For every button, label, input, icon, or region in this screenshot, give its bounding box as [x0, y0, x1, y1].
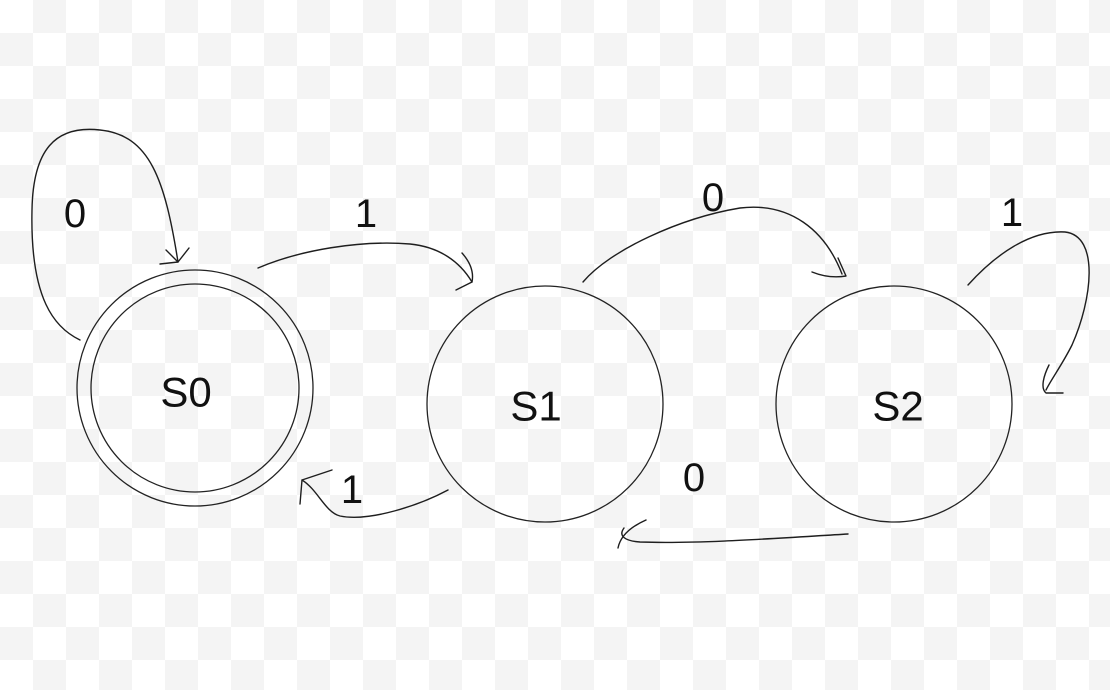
- state-s1-label: S1: [510, 383, 561, 430]
- transition-s2-to-s1-label: 0: [683, 456, 705, 500]
- transition-s0-to-s1-curve: [257, 242, 473, 283]
- transition-s1-to-s2[interactable]: 0: [582, 176, 847, 283]
- transition-s2-self[interactable]: 1: [967, 191, 1090, 394]
- transition-s2-to-s1-arrowhead-icon: [617, 519, 647, 549]
- transition-s2-self-arrowhead-icon: [1042, 364, 1064, 394]
- state-s2[interactable]: S2: [775, 285, 1013, 523]
- transition-s1-to-s0[interactable]: 1: [299, 468, 449, 518]
- transition-s0-self-label: 0: [64, 192, 86, 236]
- state-s1-ring: [426, 285, 664, 523]
- transition-s1-to-s0-label: 1: [341, 468, 363, 512]
- transition-s2-self-label: 1: [1001, 191, 1023, 235]
- state-s0[interactable]: S0: [76, 269, 314, 507]
- transition-s2-self-curve: [967, 231, 1090, 391]
- state-s0-outer-ring: [76, 269, 314, 507]
- state-s0-inner-ring: [90, 283, 300, 493]
- state-s0-label: S0: [160, 369, 211, 416]
- transition-s0-self-curve: [31, 128, 179, 341]
- transition-s1-to-s0-curve: [301, 479, 449, 518]
- state-s2-ring: [775, 285, 1013, 523]
- state-s1[interactable]: S1: [426, 285, 664, 523]
- state-s2-label: S2: [872, 383, 923, 430]
- transition-s1-to-s2-label: 0: [702, 176, 724, 220]
- transition-s0-to-s1-arrowhead-icon: [455, 252, 474, 291]
- transition-s0-self[interactable]: 0: [31, 128, 190, 341]
- transition-s1-to-s0-arrowhead-icon: [299, 469, 333, 505]
- transition-s0-self-arrowhead-icon: [159, 247, 190, 265]
- transition-s2-to-s1[interactable]: 0: [617, 456, 849, 549]
- transition-s0-to-s1-label: 1: [355, 192, 377, 236]
- transition-s1-to-s2-curve: [582, 206, 843, 283]
- transition-s2-to-s1-curve: [621, 527, 849, 544]
- transition-s1-to-s2-arrowhead-icon: [811, 257, 847, 278]
- transition-s0-to-s1[interactable]: 1: [257, 192, 474, 291]
